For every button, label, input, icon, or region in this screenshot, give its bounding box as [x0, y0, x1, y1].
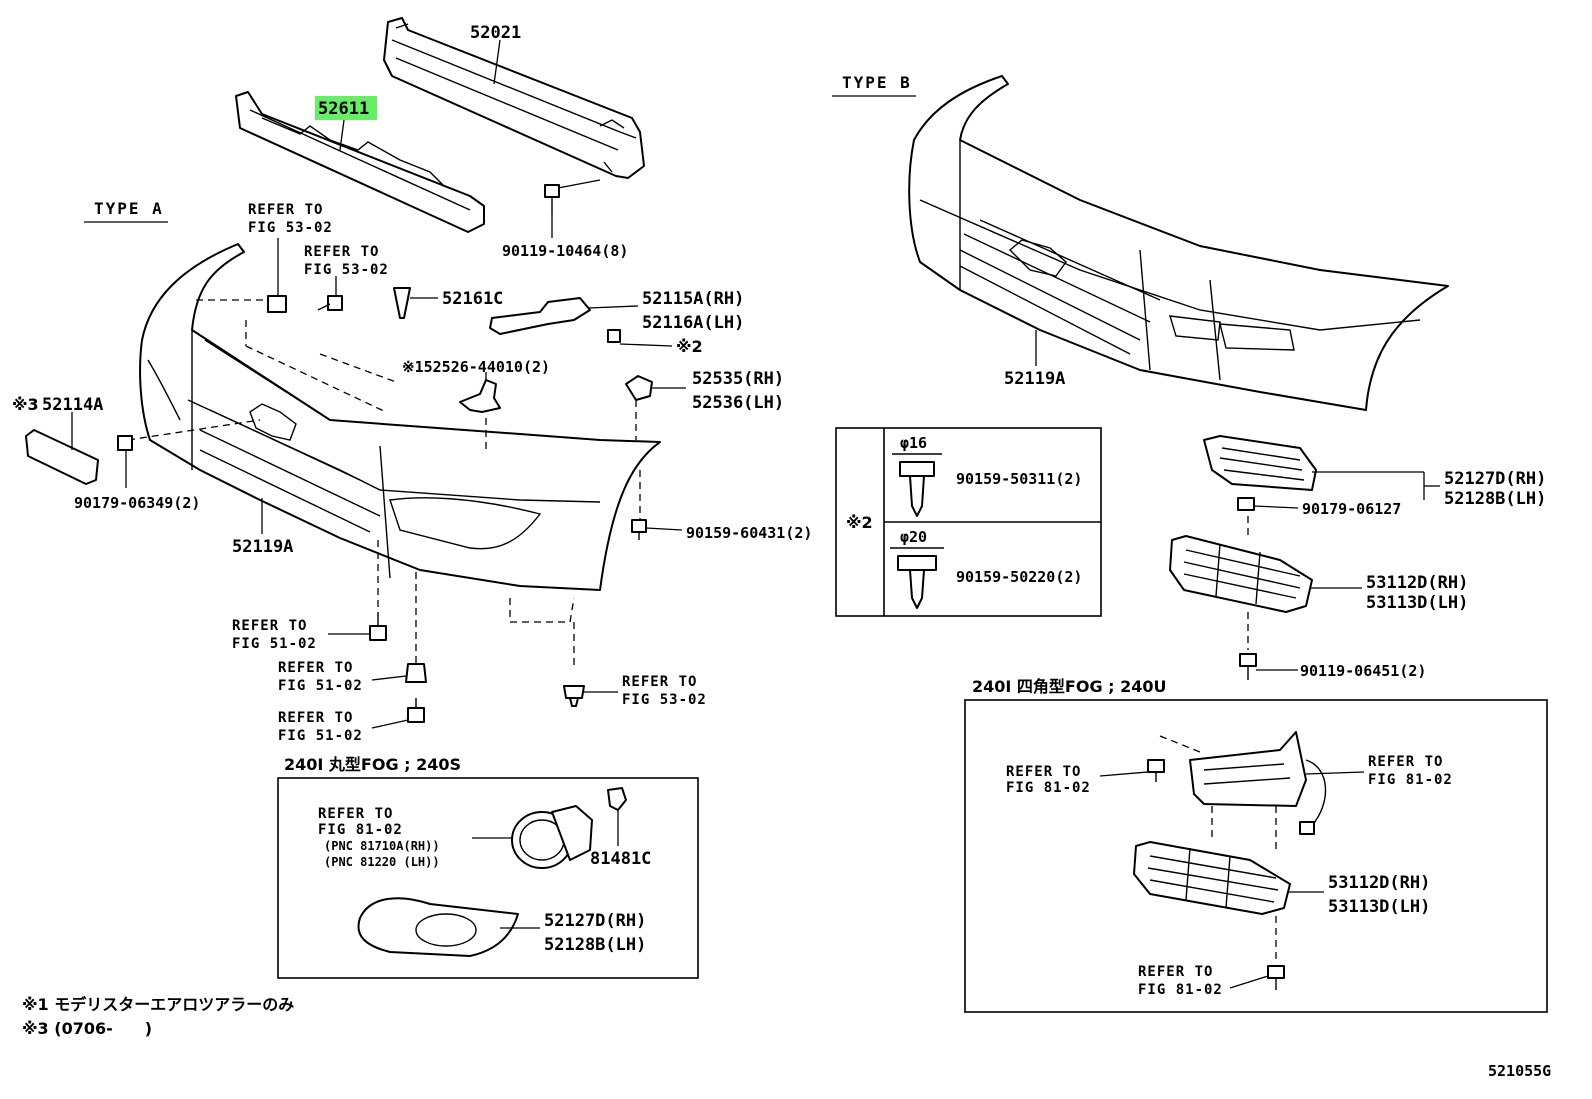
refer-81-02-c-line1: REFER TO: [1368, 754, 1443, 770]
screw-table-mark: ※2: [846, 513, 873, 532]
part-52535-label: 52535(RH): [692, 369, 784, 389]
refer-53-02-a-line2: FIG 53-02: [248, 220, 333, 236]
highlight-box: [315, 96, 377, 120]
part-52119a-type-b-label: 52119A: [1004, 369, 1065, 389]
retainer-note-mark: ※2: [676, 337, 703, 356]
plate-note-mark: ※3: [12, 395, 39, 414]
refer-51-02-a-line1: REFER TO: [232, 618, 307, 634]
push-clip-icon: [393, 287, 411, 319]
fog-cover-type-b-drawing: [1203, 435, 1317, 491]
square-grille-rh-label: 53112D(RH): [1328, 873, 1430, 893]
part-90159-60431-label: 90159-60431(2): [686, 524, 812, 542]
retainer-drawing: [489, 297, 621, 343]
square-fog-box-title: 240I 四角型FOG ; 240U: [972, 677, 1167, 696]
refer-53-02-c-line1: REFER TO: [622, 674, 697, 690]
refer-53-02-a-line1: REFER TO: [248, 202, 323, 218]
bolt-icon: [544, 184, 560, 212]
part-52536-label: 52536(LH): [692, 393, 784, 413]
screw-icon: [631, 519, 647, 540]
refer-81-02-d-line1: REFER TO: [1138, 964, 1213, 980]
absorber-52611-drawing: [235, 91, 485, 233]
part-90179-06349-label: 90179-06349(2): [74, 494, 200, 512]
bumper-cover-type-b-drawing: [908, 75, 1449, 411]
square-fog-lamp-drawing: [1189, 731, 1327, 835]
nut-icon: [1237, 497, 1255, 511]
part-152526-label: ※152526-44010(2): [402, 358, 550, 376]
part-52115a-label: 52115A(RH): [642, 289, 744, 309]
refer-51-02-b-line2: FIG 51-02: [278, 678, 363, 694]
grommet-icon: [405, 663, 427, 683]
refer-53-02-c-line2: FIG 53-02: [622, 692, 707, 708]
part-52114a-label: 52114A: [42, 395, 103, 415]
round-fog-box-title: 240I 丸型FOG ; 240S: [284, 755, 461, 774]
bracket-drawing: [459, 379, 501, 413]
refer-53-02-b-line2: FIG 53-02: [304, 262, 389, 278]
part-52611-label: 52611: [318, 99, 369, 119]
cover-b-lh-label: 52128B(LH): [1444, 489, 1546, 509]
refer-51-02-c-line2: FIG 51-02: [278, 728, 363, 744]
refer-51-02-b-line1: REFER TO: [278, 660, 353, 676]
refer-81-02-a-line1: REFER TO: [318, 806, 393, 822]
bolt-icon: [1147, 759, 1165, 782]
round-cover-lh-label: 52128B(LH): [544, 935, 646, 955]
part-52116a-label: 52116A(LH): [642, 313, 744, 333]
bolt-icon: [407, 698, 425, 723]
refer-51-02-c-line1: REFER TO: [278, 710, 353, 726]
round-cover-rh-label: 52127D(RH): [544, 911, 646, 931]
pnc-lh-label: (PNC 81220 (LH)): [324, 855, 440, 869]
bolt-icon: [369, 612, 387, 641]
bumper-cover-type-a-drawing: [139, 243, 661, 591]
refer-53-02-b-line1: REFER TO: [304, 244, 379, 260]
license-plate-bracket-drawing: [25, 429, 99, 485]
refer-81-02-b-line1: REFER TO: [1006, 764, 1081, 780]
screw-icon: [890, 547, 944, 609]
type-b-title: TYPE B: [842, 73, 912, 92]
refer-81-02-a-line2: FIG 81-02: [318, 822, 403, 838]
grille-b-rh-label: 53112D(RH): [1366, 573, 1468, 593]
refer-81-02-d-line2: FIG 81-02: [1138, 982, 1223, 998]
screw-row-1-part: 90159-50311(2): [956, 470, 1082, 488]
side-support-drawing: [625, 375, 653, 401]
bolt-icon: [1267, 965, 1285, 990]
screw-icon: [892, 453, 942, 517]
footnote-1: ※1 モデリスターエアロツアラーのみ: [22, 995, 294, 1014]
figure-number: 521055G: [1488, 1062, 1551, 1080]
part-52021-label: 52021: [470, 23, 521, 43]
screw-icon: [317, 295, 343, 311]
cover-b-rh-label: 52127D(RH): [1444, 469, 1546, 489]
round-fog-box: [277, 777, 699, 979]
bolt-icon: [1239, 653, 1257, 680]
clip-icon: [267, 295, 287, 313]
part-90119-06451-label: 90119-06451(2): [1300, 662, 1426, 680]
grille-square-fog-drawing: [1133, 841, 1291, 915]
reinforcement-52021-drawing: [383, 17, 645, 179]
part-52119a-type-a-label: 52119A: [232, 537, 293, 557]
square-grille-lh-label: 53113D(LH): [1328, 897, 1430, 917]
refer-81-02-b-line2: FIG 81-02: [1006, 780, 1091, 796]
screw-row-2-part: 90159-50220(2): [956, 568, 1082, 586]
part-52161c-label: 52161C: [442, 289, 503, 309]
nut-clip-icon: [117, 435, 133, 451]
pnc-rh-label: (PNC 81710A(RH)): [324, 839, 440, 853]
refer-51-02-a-line2: FIG 51-02: [232, 636, 317, 652]
footnote-3: ※3 (0706- ): [22, 1019, 152, 1038]
screw-row-1-dia: φ16: [900, 434, 927, 452]
type-a-title: TYPE A: [94, 199, 164, 218]
round-fog-lamp-drawing: [511, 805, 593, 869]
push-clip-icon: [563, 685, 585, 707]
part-81481c-label: 81481C: [590, 849, 651, 869]
part-90119-10464-label: 90119-10464(8): [502, 242, 628, 260]
part-90179-06127-label: 90179-06127: [1302, 500, 1401, 518]
screw-row-2-dia: φ20: [900, 528, 927, 546]
square-fog-box: [964, 699, 1548, 1013]
refer-81-02-c-line2: FIG 81-02: [1368, 772, 1453, 788]
round-fog-cover-drawing: [357, 897, 519, 957]
grille-type-b-drawing: [1169, 535, 1313, 613]
socket-icon: [607, 787, 627, 811]
grille-b-lh-label: 53113D(LH): [1366, 593, 1468, 613]
